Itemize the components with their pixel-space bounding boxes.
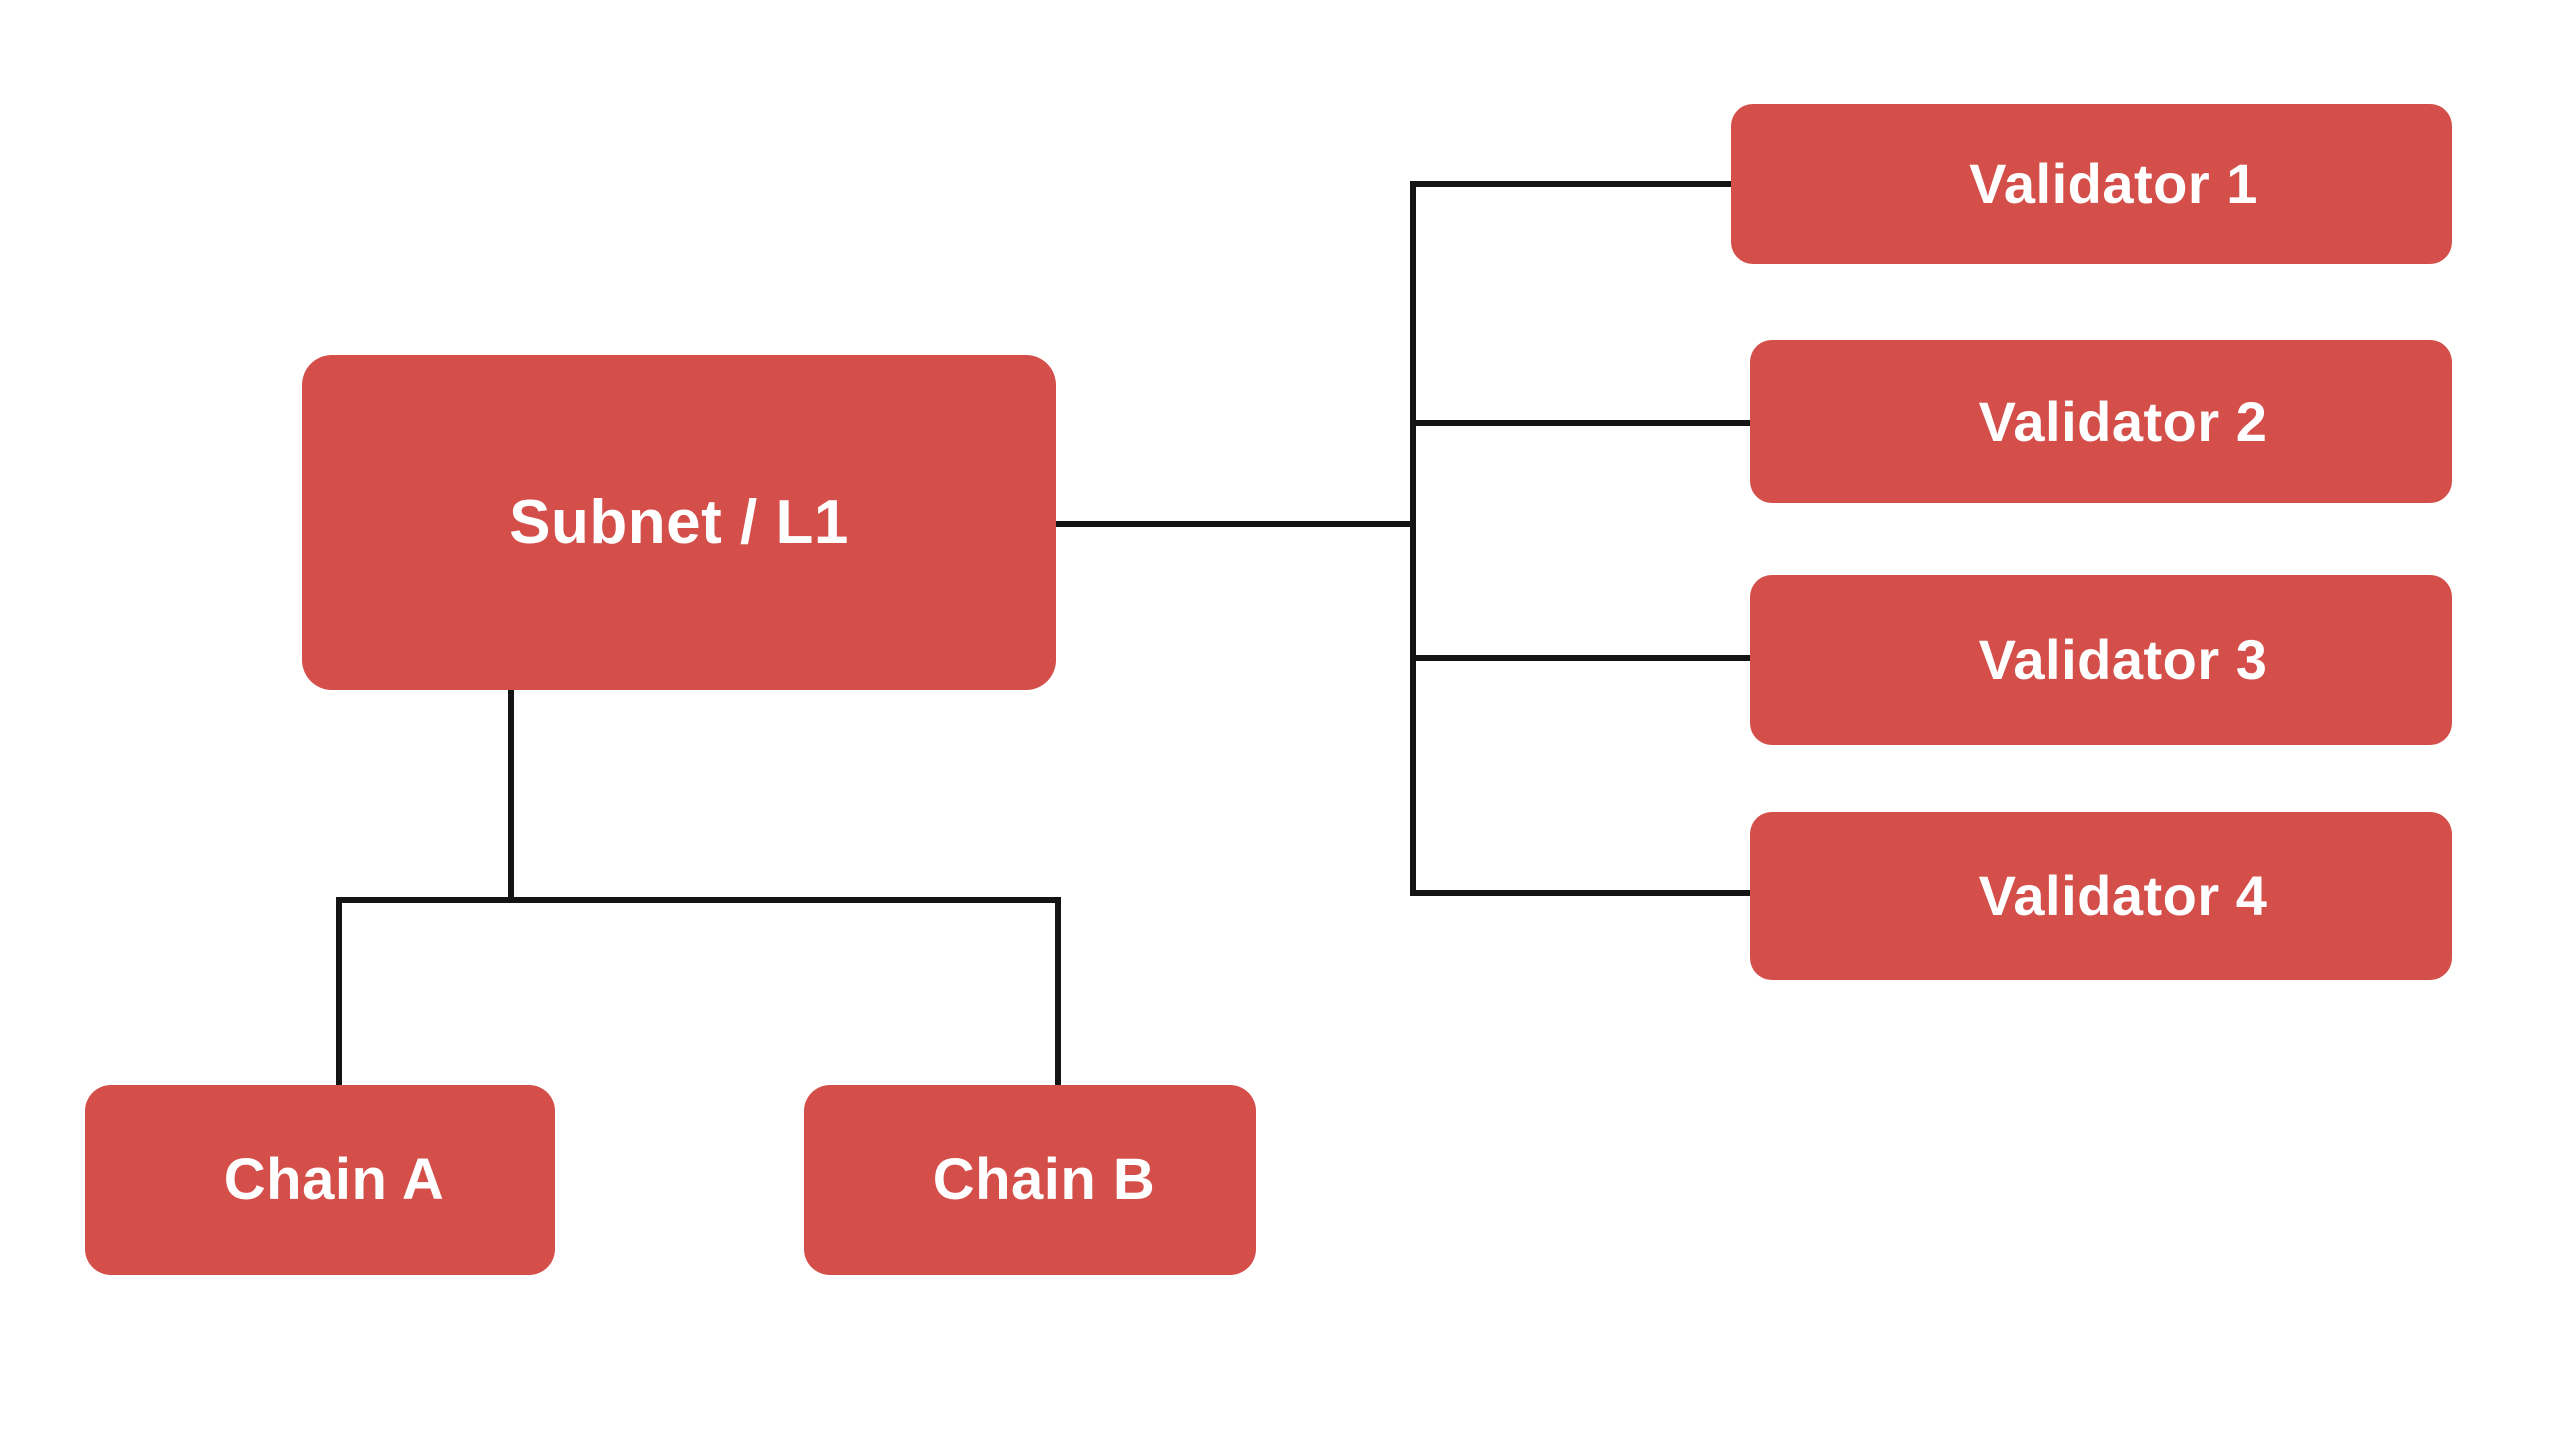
connector-subnet-to-chain-bar (508, 690, 514, 902)
node-chain-b-label: Chain B (932, 1147, 1156, 1212)
node-validator-3[interactable]: Validator 3 (1750, 575, 2452, 745)
node-chain-a[interactable]: Chain A (85, 1085, 555, 1275)
connector-branch-validator-3 (1410, 655, 1754, 661)
node-validator-2[interactable]: Validator 2 (1750, 340, 2452, 503)
node-validator-4[interactable]: Validator 4 (1750, 812, 2452, 980)
node-subnet-l1[interactable]: Subnet / L1 (302, 355, 1056, 690)
node-validator-1-label: Validator 1 (1969, 152, 2258, 215)
node-validator-2-label: Validator 2 (1978, 389, 2268, 453)
node-validator-3-label: Validator 3 (1978, 628, 2268, 691)
connector-branch-validator-4 (1410, 890, 1754, 896)
node-validator-1[interactable]: Validator 1 (1731, 104, 2452, 264)
node-chain-a-label: Chain A (223, 1147, 445, 1212)
connector-drop-chain-b (1055, 897, 1061, 1087)
connector-subnet-to-validator-spine (1056, 521, 1416, 527)
node-subnet-l1-label: Subnet / L1 (509, 487, 849, 557)
connector-drop-chain-a (336, 897, 342, 1087)
node-chain-b[interactable]: Chain B (804, 1085, 1256, 1275)
connector-branch-validator-1 (1410, 181, 1735, 187)
connector-chain-horizontal-bar (336, 897, 1061, 903)
connector-validator-spine (1410, 184, 1416, 896)
connector-branch-validator-2 (1410, 420, 1754, 426)
node-validator-4-label: Validator 4 (1978, 864, 2268, 927)
